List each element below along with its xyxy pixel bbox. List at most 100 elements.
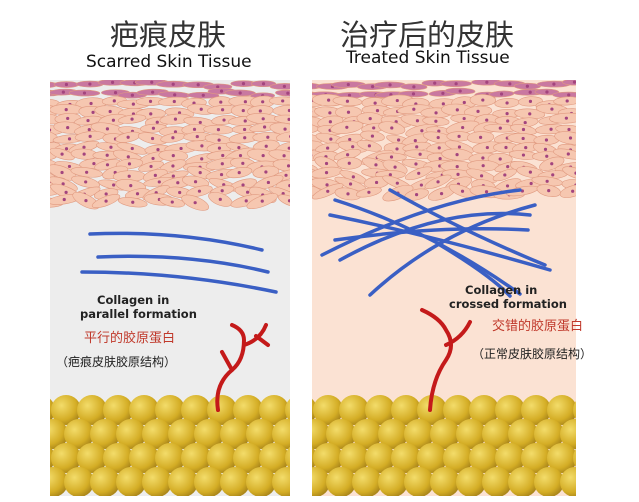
cell-nucleus [243, 127, 247, 132]
cell-nucleus [348, 182, 353, 186]
cell-nucleus [551, 173, 555, 177]
fat-cell [181, 443, 211, 473]
epidermis-cells-right [303, 80, 576, 202]
fat-cell [90, 419, 120, 449]
scarred-title-cn: 疤痕皮肤 [110, 18, 227, 52]
cell-nucleus [419, 183, 423, 187]
cell-nucleus [346, 192, 350, 196]
cell-nucleus [50, 128, 52, 132]
fat-cell [378, 419, 408, 449]
cell-nucleus [105, 153, 109, 157]
cell-nucleus [151, 156, 155, 161]
cell-nucleus [221, 153, 225, 158]
cell-nucleus [550, 107, 554, 111]
fat-cell [430, 419, 460, 449]
cell-nucleus [64, 147, 69, 151]
cell-nucleus [201, 93, 205, 97]
cell-nucleus [238, 91, 242, 95]
cell-nucleus [84, 199, 88, 203]
cell-nucleus [111, 118, 116, 122]
cell-nucleus [238, 153, 243, 158]
cell-nucleus [498, 126, 502, 130]
scarred-title-en: Scarred Skin Tissue [86, 52, 252, 72]
cell-nucleus [109, 145, 113, 149]
cell-nucleus [243, 119, 247, 123]
cell-nucleus [260, 199, 264, 203]
cell-nucleus [286, 91, 290, 95]
cell-nucleus [178, 190, 182, 195]
fat-cell [378, 467, 408, 496]
cell-nucleus [438, 157, 442, 161]
cell-nucleus [222, 118, 226, 122]
fat-cell [495, 443, 525, 473]
cell-nucleus [572, 80, 576, 84]
fat-cell [64, 467, 94, 496]
cell-nucleus [92, 161, 96, 166]
cell-nucleus [393, 165, 397, 169]
cell-nucleus [481, 164, 485, 168]
cell-nucleus [284, 173, 288, 177]
cell-nucleus [505, 112, 509, 116]
cell-nucleus [281, 191, 285, 196]
cell-nucleus [372, 126, 376, 130]
cell-nucleus [131, 102, 135, 106]
cell-nucleus [481, 156, 485, 160]
cell-nucleus [412, 107, 416, 111]
fat-cell [443, 443, 473, 473]
cell-nucleus [485, 80, 489, 84]
cell-nucleus [437, 129, 441, 133]
cell-nucleus [45, 190, 48, 193]
cell-nucleus [105, 163, 110, 167]
fat-cell [391, 395, 421, 425]
fat-cell [521, 395, 551, 425]
cell-nucleus [135, 192, 140, 196]
fat-cell [129, 443, 159, 473]
cell-nucleus [308, 121, 311, 124]
cell-nucleus [389, 155, 394, 159]
fat-cell [469, 443, 499, 473]
cell-nucleus [455, 108, 459, 112]
fat-cell [50, 467, 68, 496]
cell-nucleus [503, 173, 507, 177]
cell-nucleus [308, 137, 311, 140]
fat-cell [116, 467, 146, 496]
fat-cell [313, 443, 343, 473]
cell-nucleus [64, 108, 68, 112]
fat-cell [534, 467, 564, 496]
cell-nucleus [219, 100, 223, 104]
cell-nucleus [499, 92, 504, 96]
cell-nucleus [222, 183, 226, 187]
cell-nucleus [155, 120, 159, 124]
cell-nucleus [67, 164, 72, 169]
fat-cell [326, 419, 356, 449]
cell-nucleus [303, 93, 306, 96]
cell-nucleus [287, 117, 290, 121]
cell-nucleus [506, 119, 510, 123]
cell-nucleus [220, 189, 224, 193]
cell-nucleus [104, 199, 108, 203]
cell-nucleus [545, 179, 549, 183]
cell-nucleus [108, 109, 112, 114]
cell-nucleus [347, 93, 352, 98]
cell-nucleus [244, 199, 248, 203]
cell-nucleus [328, 111, 332, 115]
fat-cell [482, 467, 512, 496]
cell-nucleus [415, 145, 419, 149]
cell-nucleus [196, 83, 200, 87]
cell-nucleus [567, 93, 571, 97]
cell-nucleus [258, 109, 262, 113]
cell-nucleus [40, 152, 43, 155]
parallel-label-cn: 平行的胶原蛋白 [84, 331, 176, 346]
cell-nucleus [241, 108, 245, 113]
cell-nucleus [173, 130, 178, 134]
cell-nucleus [412, 85, 416, 89]
cell-nucleus [85, 170, 89, 174]
fat-cell [51, 443, 81, 473]
fat-cell [573, 449, 576, 467]
cell-nucleus [418, 152, 422, 156]
fat-cell [547, 443, 576, 473]
cell-nucleus [351, 145, 355, 149]
cell-nucleus [415, 119, 420, 123]
cell-nucleus [200, 157, 204, 161]
cell-nucleus [87, 128, 91, 132]
